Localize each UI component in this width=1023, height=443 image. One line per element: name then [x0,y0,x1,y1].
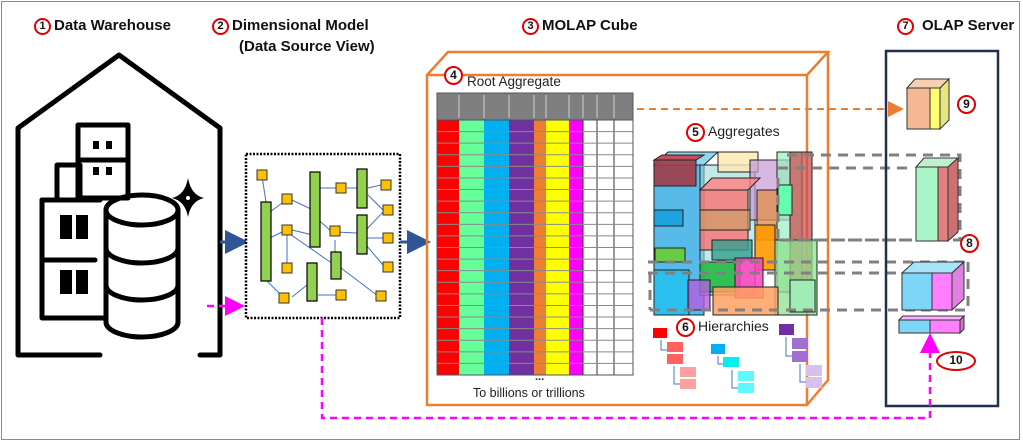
molap-cube-label: MOLAP Cube [542,17,638,34]
dimension-table [256,169,268,181]
server-cube-root [905,77,951,131]
step-marker-10: 10 [936,351,976,371]
dimension-table [329,225,341,237]
root-aggregate-title: 4 Root Aggregate [444,66,561,89]
step-marker-3: 3 [522,17,539,35]
step-marker-8: 8 [960,234,979,253]
fact-table [330,251,342,280]
fact-table [356,214,368,255]
fact-table [260,201,272,282]
step-marker-4: 4 [444,66,463,85]
root-aggregate-border [436,119,634,376]
dimensional-model-box [244,152,402,320]
root-aggregate-footer: To billions or trillions [473,386,585,400]
dimension-table [382,261,394,273]
dimension-table [335,182,347,194]
hierarchy-purple [779,324,822,388]
step-marker-5: 5 [686,123,705,142]
step-marker-1: 1 [34,17,51,35]
olap-server-box [884,49,1000,408]
warehouse-windows [60,141,112,294]
olap-server-label: OLAP Server [922,17,1015,34]
step-marker-7: 7 [897,17,914,35]
server-cube-aggregate-tall [914,156,960,243]
dimensional-model-subtitle: (Data Source View) [239,38,375,55]
dimension-table [382,232,394,244]
olap-server-title: 7 OLAP Server [897,17,1014,35]
dimension-table [382,204,394,216]
hierarchy-blue [711,344,754,393]
dimension-table [375,290,387,302]
fact-table [356,168,368,209]
step-marker-6: 6 [676,318,695,337]
step-marker-2: 2 [212,17,229,35]
aggregates-cluster [652,151,818,316]
data-warehouse-label: Data Warehouse [54,17,171,34]
fact-tables [260,168,368,302]
molap-cube-box [425,50,831,407]
aggregates-label: Aggregates [708,123,780,140]
dimension-table [380,179,392,191]
server-slab [897,314,966,335]
dimension-tables [256,169,394,304]
dimension-table [281,193,293,205]
step-marker-9: 9 [957,95,976,114]
model-to-server-dashed-arrow [320,318,940,420]
fact-table [309,171,321,248]
root-aggregate-table [436,92,634,376]
hierarchies-label: Hierarchies [698,318,769,335]
dimension-table [278,292,290,304]
root-aggregate-label: Root Aggregate [467,74,561,89]
fact-table [306,262,318,302]
ellipsis: ... [535,371,545,383]
aggregate-links [648,153,970,312]
dimensional-model-label: Dimensional Model [232,17,369,34]
dimension-table [281,262,293,274]
hierarchy-red [653,328,696,389]
data-warehouse-icon [15,52,223,358]
root-aggregate-header [436,92,634,121]
dimension-table [281,224,293,236]
server-cube-aggregate-wide [900,260,966,312]
dimension-table [335,289,347,301]
